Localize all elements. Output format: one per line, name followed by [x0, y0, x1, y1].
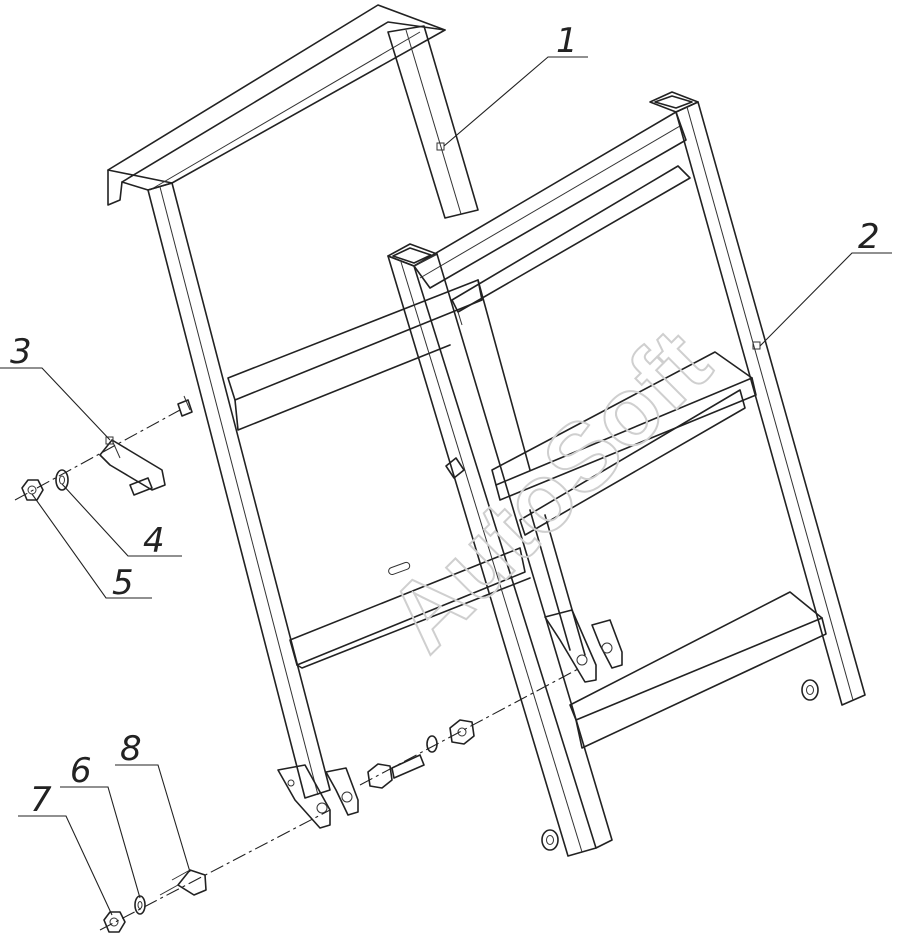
- callout-number: 6: [70, 751, 92, 791]
- callout-number: 7: [30, 780, 52, 820]
- callout-8: 8: [115, 729, 191, 873]
- callout-number: 4: [143, 521, 165, 561]
- callout-number: 2: [858, 217, 880, 257]
- callout-5: 5: [31, 493, 152, 603]
- callout-4: 4: [61, 483, 182, 561]
- bolt-right: [367, 719, 475, 789]
- nut-part-7: [103, 911, 126, 933]
- callout-number: 5: [112, 563, 134, 603]
- callout-1: 1: [443, 21, 588, 147]
- frame-part-1: [107, 4, 586, 829]
- bracket-part-3: [99, 436, 166, 496]
- watermark: AutoSoft: [368, 309, 730, 671]
- frame-part-2: [387, 91, 866, 857]
- callout-number: 3: [10, 332, 32, 372]
- assembly-axes: [14, 409, 581, 931]
- callout-7: 7: [18, 780, 113, 916]
- washer-part-4: [55, 469, 69, 491]
- callout-number: 1: [556, 21, 578, 61]
- pin-part-8: [159, 869, 207, 896]
- callout-3: 3: [0, 332, 111, 441]
- callout-6: 6: [60, 751, 141, 899]
- washer-part-6: [134, 895, 146, 915]
- callout-2: 2: [759, 217, 892, 347]
- callout-number: 8: [120, 729, 142, 769]
